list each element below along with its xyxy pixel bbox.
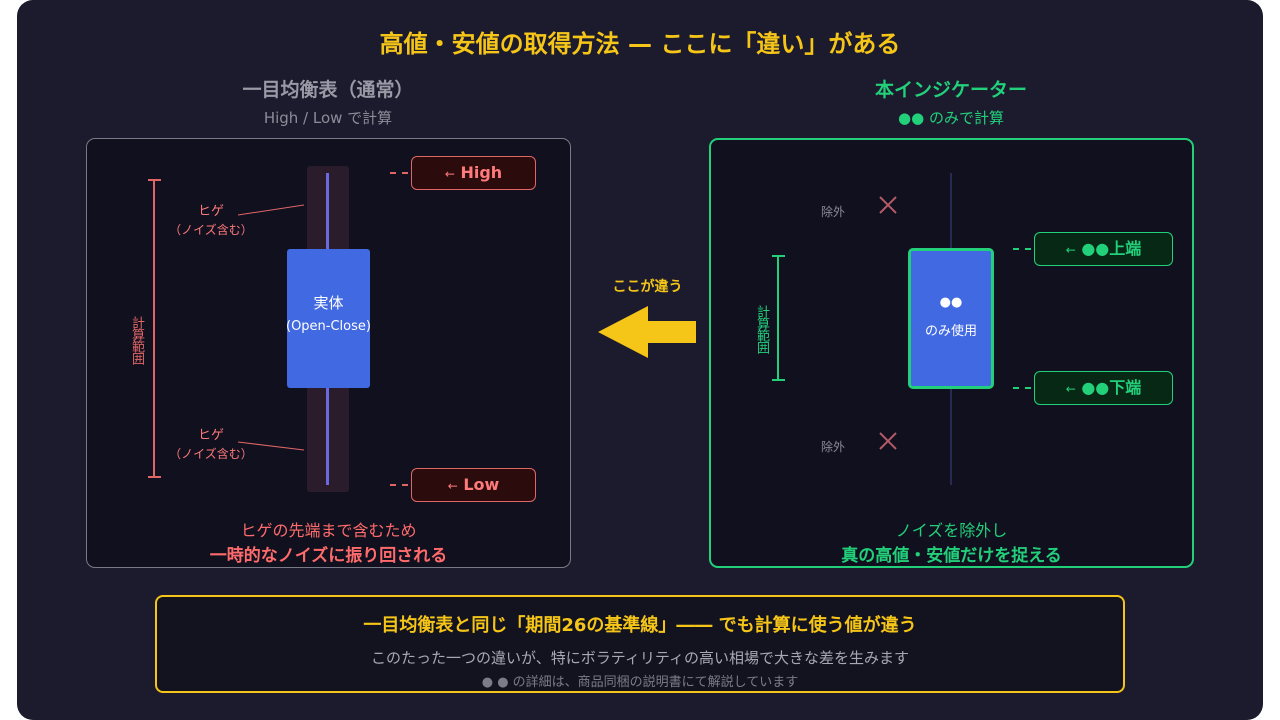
excluded-label-top: 除外: [821, 205, 846, 219]
arrow-left-icon: ←: [1065, 243, 1076, 257]
left-annotations: [148, 179, 305, 478]
right-subheading: ●● のみで計算: [898, 109, 1004, 127]
body-label: ●●: [939, 295, 963, 310]
range-label: 計算範囲: [129, 316, 144, 364]
wick-pointer-bottom: [237, 441, 305, 451]
right-heading: 本インジケーター: [874, 79, 1027, 101]
difference-label: ここが違う: [612, 279, 683, 295]
wick-label-top: ヒゲ （ノイズ含む）: [151, 202, 271, 240]
tag-low: ← Low: [411, 468, 536, 502]
body-sublabel: のみ使用: [924, 324, 977, 339]
wick-label: ヒゲ: [197, 204, 224, 219]
dash-low: [390, 484, 408, 486]
range-label: 計算範囲: [754, 305, 769, 353]
arrow-left-icon: ←: [444, 167, 455, 181]
candle-body: 実体 (Open-Close): [286, 249, 371, 388]
left-caption-1: ヒゲの先端まで含むため: [240, 521, 417, 540]
right-caption-2: 真の高値・安値だけを捉える: [841, 546, 1062, 566]
dash-high: [390, 172, 408, 174]
left-subheading: High / Low で計算: [263, 109, 393, 127]
arrow-left-icon: ←: [1065, 382, 1076, 396]
summary-box: [155, 595, 1125, 693]
arrow-left-icon: [598, 306, 696, 358]
excluded-label-bottom: 除外: [821, 440, 846, 454]
tag-high-label: High: [460, 163, 503, 182]
dash-top: [1013, 248, 1031, 250]
candle-body-used: ●● のみ使用: [908, 248, 994, 389]
cross-icon: [879, 196, 897, 214]
left-heading: 一目均衡表（通常）: [242, 79, 414, 101]
page-title: 高値・安値の取得方法 — ここに「違い」がある: [379, 30, 901, 58]
summary-headline: 一目均衡表と同じ「期間26の基準線」―― でも計算に使う値が違う: [363, 615, 917, 636]
summary-line-2: ● ● の詳細は、商品同梱の説明書にて解説しています: [481, 675, 799, 690]
arrow-left-icon: ←: [447, 479, 458, 493]
right-annotations: [772, 196, 897, 450]
tag-top-label: ●●上端: [1081, 239, 1142, 258]
wick-label-bottom: ヒゲ （ノイズ含む）: [151, 426, 271, 464]
left-caption-2: 一時的なノイズに振り回される: [209, 546, 448, 566]
wick-label: ヒゲ: [197, 428, 224, 443]
body-label: 実体: [313, 294, 344, 312]
tag-top: ← ●●上端: [1034, 232, 1173, 266]
summary-line-1: このたった一つの違いが、特にボラティリティの高い相場で大きな差を生みます: [371, 649, 909, 667]
wick-note: （ノイズ含む）: [169, 447, 253, 461]
wick-note: （ノイズ含む）: [169, 223, 253, 237]
wick-pointer-top: [237, 204, 305, 216]
tag-high: ← High: [411, 156, 536, 190]
body-sublabel: (Open-Close): [286, 319, 371, 334]
tag-low-label: Low: [463, 475, 500, 494]
tag-bottom: ← ●●下端: [1034, 371, 1173, 405]
range-bracket: [148, 179, 161, 478]
right-caption-1: ノイズを除外し: [895, 521, 1008, 540]
tag-bottom-label: ●●下端: [1081, 378, 1142, 397]
cross-icon: [879, 432, 897, 450]
dash-bottom: [1013, 387, 1031, 389]
range-bracket: [772, 255, 785, 381]
